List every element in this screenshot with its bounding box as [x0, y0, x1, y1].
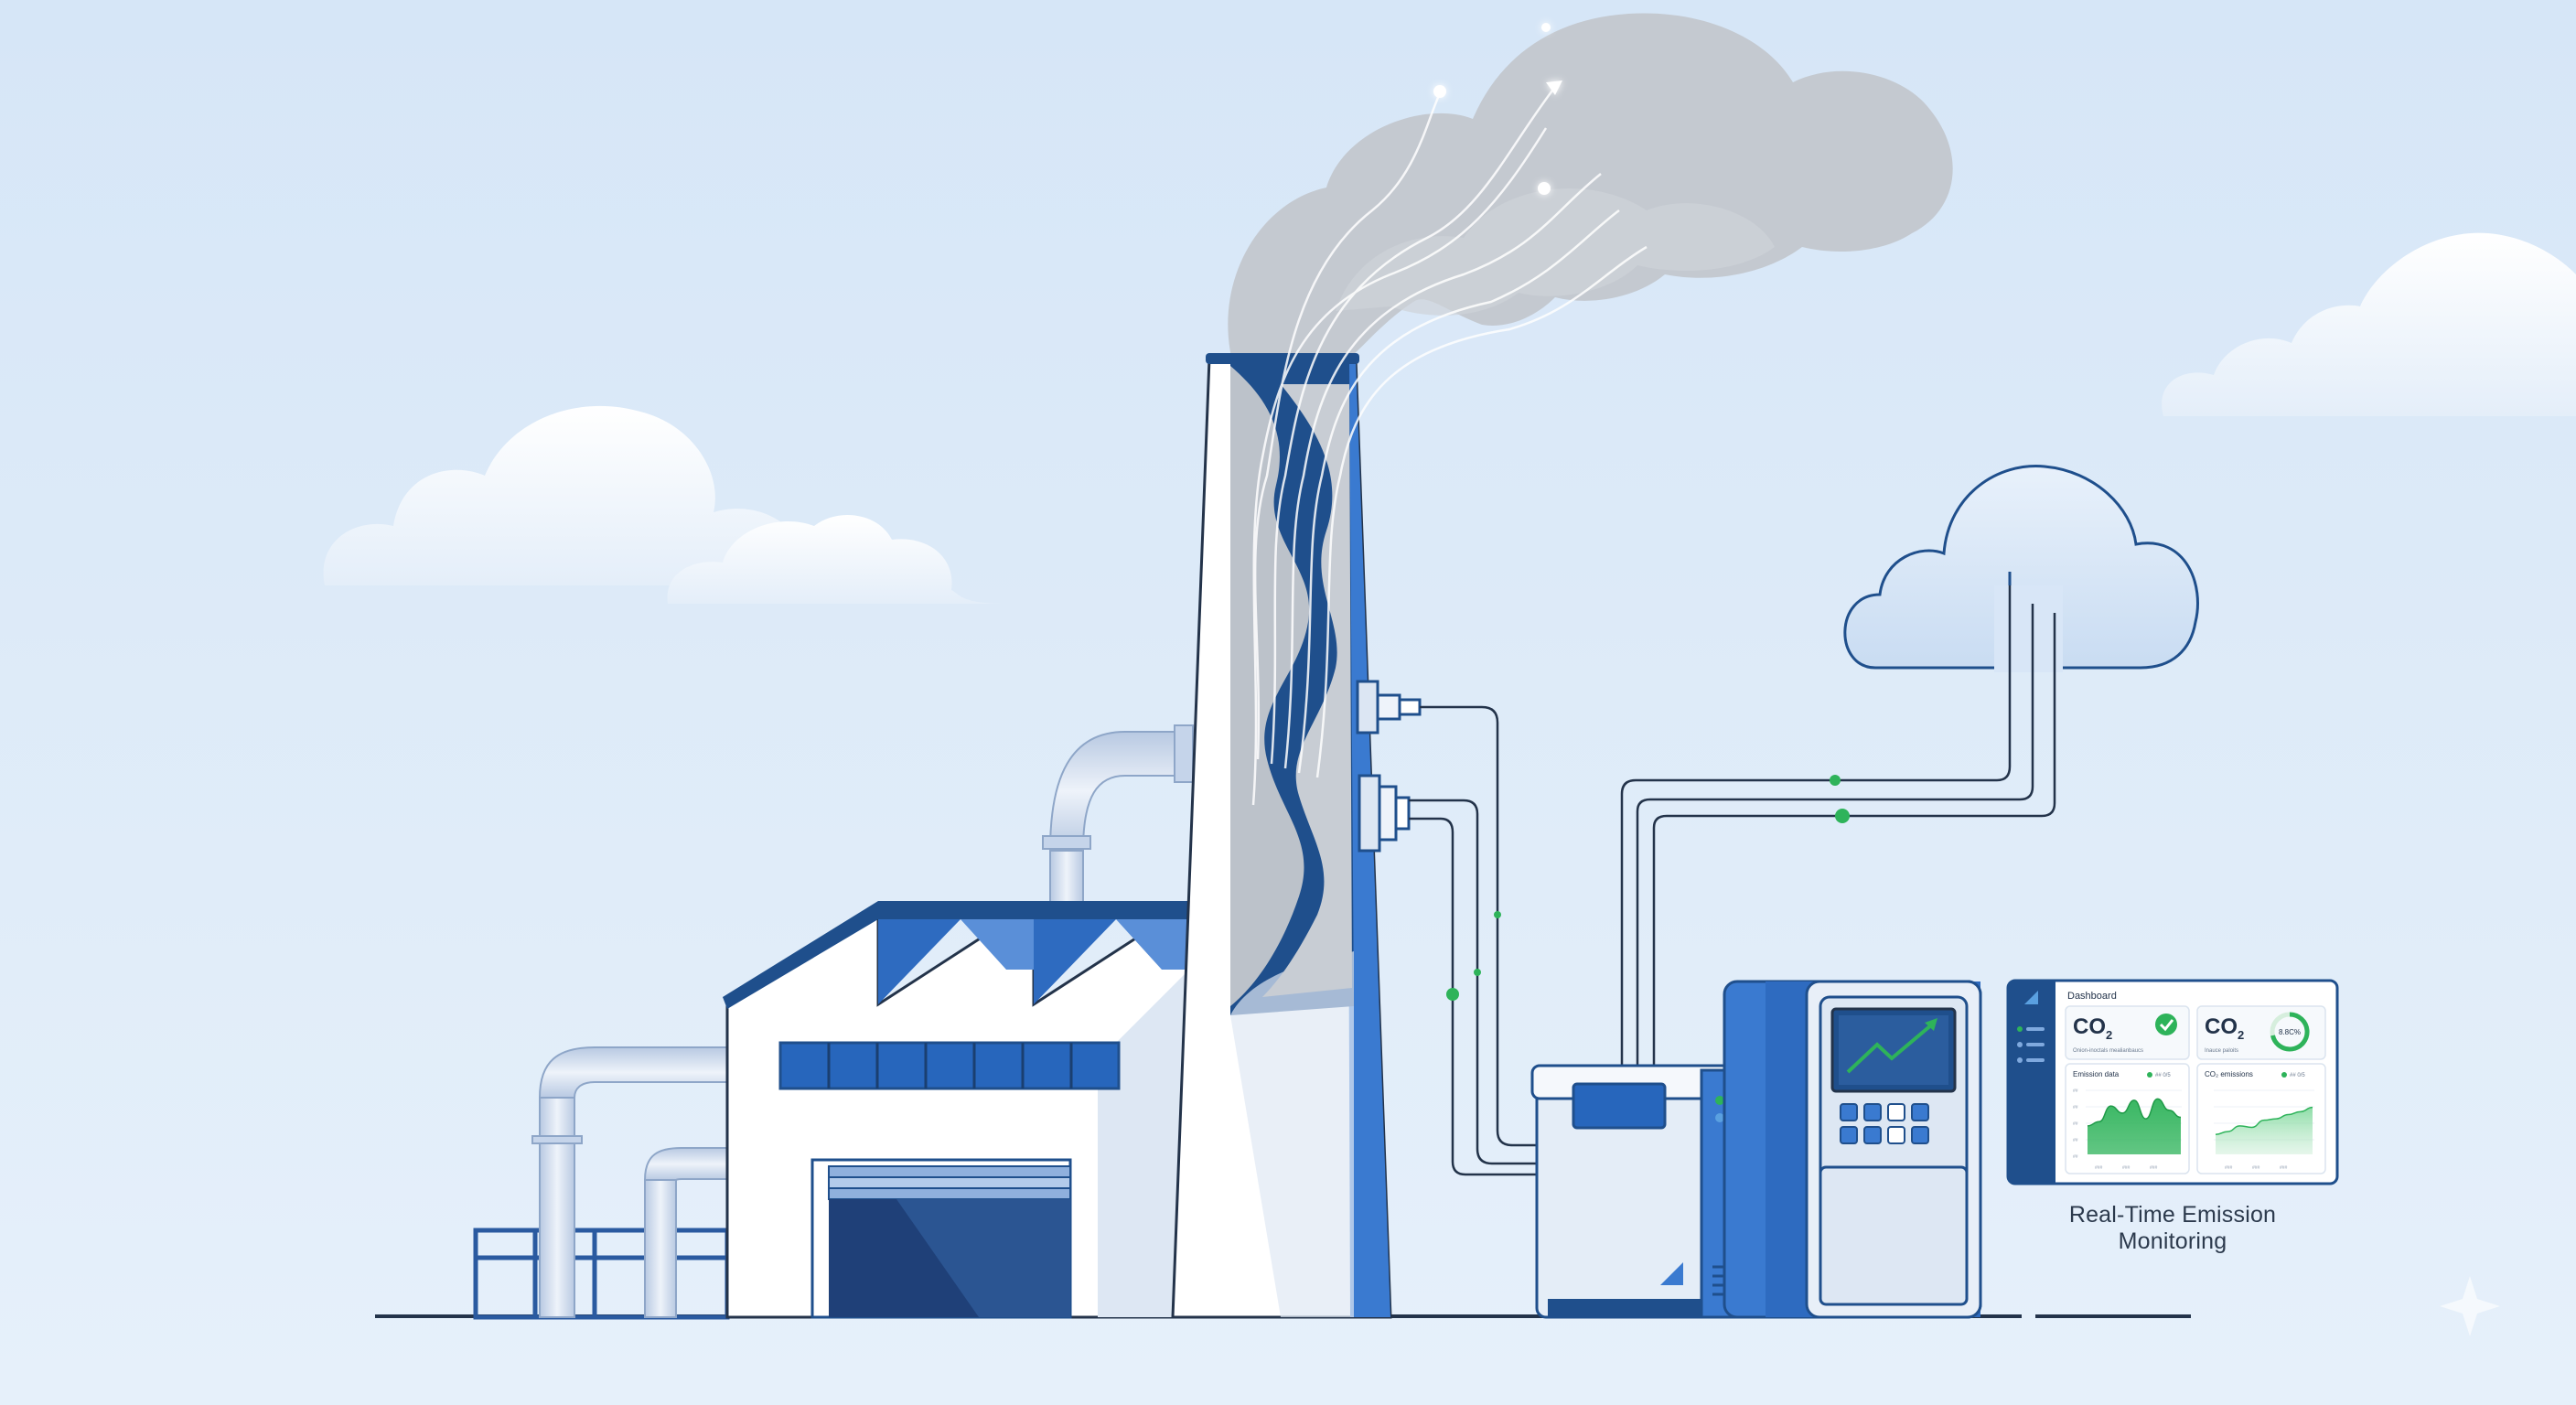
svg-text:###: ### — [2095, 1165, 2103, 1171]
svg-text:##: ## — [2073, 1105, 2078, 1110]
sky-cloud-left-small — [667, 515, 1006, 604]
gauge-ring: 8.8C% — [2270, 1012, 2310, 1052]
svg-text:###: ### — [2150, 1165, 2158, 1171]
svg-text:##: ## — [2073, 1154, 2078, 1160]
co2-emissions-line — [2215, 1106, 2313, 1135]
svg-text:###: ### — [2280, 1165, 2288, 1171]
uplink-cables — [1620, 572, 2056, 1070]
emission-data-line — [2087, 1098, 2182, 1127]
check-icon — [2155, 1014, 2177, 1035]
dashboard-title: Dashboard — [2067, 991, 2117, 1002]
data-cloud-icon — [1843, 465, 2199, 672]
svg-text:##: ## — [2073, 1089, 2078, 1094]
dashboard-sidebar-menu[interactable] — [2017, 1026, 2045, 1063]
card2-desc: Inauce paloits — [2205, 1048, 2238, 1054]
stack-sensor-upper — [1356, 680, 1422, 735]
chart2-title: CO₂ emissions — [2205, 1070, 2253, 1078]
control-cabinet — [1723, 980, 1982, 1319]
uplink-cables-in-cloud — [2008, 585, 2056, 672]
sky-cloud-left — [323, 405, 806, 585]
svg-text:##: ## — [2073, 1138, 2078, 1143]
flow-endpoints — [1433, 23, 1551, 195]
flow-arrow-head — [1546, 80, 1562, 95]
caption: Real-Time Emission Monitoring — [2068, 1202, 2277, 1254]
svg-text:###: ### — [2225, 1165, 2233, 1171]
card2-co2-label: CO2 — [2205, 1014, 2244, 1042]
chimney — [1171, 353, 1392, 1319]
card1-co2-label: CO2 — [2073, 1014, 2112, 1042]
smoke-plume — [1228, 13, 1953, 367]
chart1-title: Emission data — [2073, 1070, 2120, 1078]
svg-text:###: ### — [2252, 1165, 2260, 1171]
co2-emissions-chart: CO₂ emissions ## 0/5 ### ### ### — [2196, 1063, 2326, 1174]
stack-sensor-lower — [1358, 774, 1411, 853]
emission-data-chart: Emission data ## 0/5 ########## ########… — [2065, 1063, 2190, 1174]
chart1-tag: ## 0/5 — [2155, 1073, 2171, 1078]
factory-building — [723, 901, 1191, 1319]
left-pipes — [531, 1046, 733, 1318]
emission-data-area — [2088, 1099, 2181, 1154]
dashboard-panel: Dashboard CO2 Onion-inoctals mealianbauc… — [2006, 979, 2339, 1185]
svg-text:##: ## — [2073, 1121, 2078, 1127]
chart2-tag: ## 0/5 — [2290, 1073, 2305, 1078]
card1-desc: Onion-inoctals mealianbaucs — [2073, 1048, 2143, 1054]
sky-cloud-right — [2162, 232, 2576, 416]
svg-text:###: ### — [2122, 1165, 2131, 1171]
dashboard-logo-icon — [2024, 991, 2038, 1004]
data-flow-lines — [1251, 86, 1648, 806]
gauge-value: 8.8C% — [2279, 1028, 2301, 1036]
sparkle-icon — [2440, 1276, 2500, 1336]
co2-emissions-area — [2216, 1107, 2313, 1154]
cable-nodes — [1446, 911, 1501, 1001]
check-icon-mark — [2159, 1019, 2174, 1032]
